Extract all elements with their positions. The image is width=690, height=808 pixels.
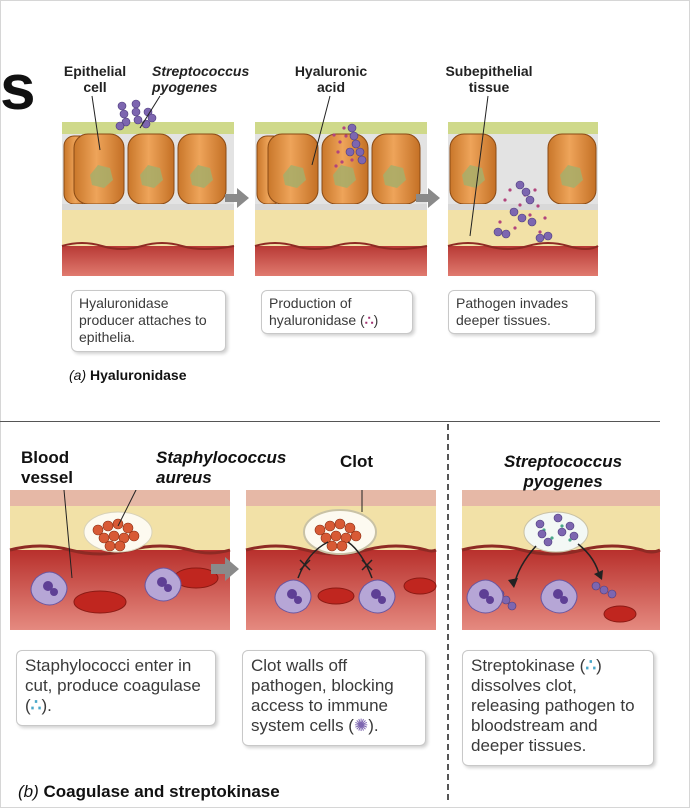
panel-a-title: (a) Hyaluronidase — [69, 367, 187, 383]
streptokinase-symbol-icon: ∴ — [585, 656, 597, 675]
arrow-a1 — [225, 188, 249, 208]
caption-a2-close: ) — [373, 312, 379, 328]
caption-a3: Pathogen invades deeper tissues. — [448, 290, 596, 334]
scene-a3 — [447, 122, 599, 276]
scene-a1 — [61, 99, 235, 276]
caption-b2-text: Clot walls off pathogen, blocking access… — [251, 656, 394, 735]
partial-title-letter: s — [0, 51, 36, 123]
arrow-b1 — [211, 557, 239, 581]
caption-b3: Streptokinase (∴) dissolves clot, releas… — [462, 650, 654, 766]
label-blood-vessel: Blood vessel — [21, 448, 73, 487]
hyaluronidase-symbol-icon: ∴ — [364, 312, 374, 328]
caption-a1: Hyaluronidase producer attaches to epith… — [71, 290, 226, 352]
caption-a2-text: Production of hyaluronidase ( — [269, 295, 365, 328]
caption-a2: Production of hyaluronidase (∴) — [261, 290, 413, 334]
caption-b3-rest: ) dissolves clot, releasing pathogen to … — [471, 656, 635, 755]
immune-cell-symbol-icon: ✺ — [353, 716, 369, 735]
caption-b3-text: Streptokinase ( — [471, 656, 586, 675]
label-epithelial-cell: Epithelial cell — [63, 63, 127, 95]
panel-a-illustration — [61, 95, 599, 276]
caption-b2-close: ). — [368, 716, 379, 735]
vertical-divider — [447, 424, 449, 800]
scene-b1 — [9, 490, 231, 630]
label-streptococcus-pyogenes-b: Streptococcus pyogenes — [503, 452, 623, 491]
scene-b2 — [245, 490, 437, 630]
panel-b-title: (b) Coagulase and streptokinase — [18, 782, 280, 802]
caption-a3-text: Pathogen invades deeper tissues. — [456, 295, 569, 328]
caption-b1: Staphylococci enter in cut, produce coag… — [16, 650, 216, 726]
scene-b3 — [461, 490, 661, 630]
panel-a-leaders — [91, 95, 489, 237]
panel-a-title-text: Hyaluronidase — [90, 367, 187, 383]
label-hyaluronic-acid: Hyaluronic acid — [294, 63, 368, 95]
horizontal-divider — [0, 421, 660, 422]
label-subepithelial-tissue: Subepithelial tissue — [445, 63, 533, 95]
panel-b-illustration — [9, 490, 661, 630]
caption-b1-close: ). — [41, 696, 52, 715]
scene-a2 — [254, 122, 428, 276]
coagulase-symbol-icon: ∴ — [30, 696, 42, 715]
label-clot: Clot — [340, 452, 374, 471]
label-streptococcus-pyogenes-a: Streptococcus pyogenes — [152, 63, 250, 95]
panel-b-title-text: Coagulase and streptokinase — [43, 782, 280, 801]
caption-a1-text: Hyaluronidase producer attaches to epith… — [79, 295, 207, 345]
arrow-a2 — [416, 188, 440, 208]
caption-b2: Clot walls off pathogen, blocking access… — [242, 650, 426, 746]
label-staphylococcus-aureus: Staphylococcus aureus — [156, 448, 287, 487]
caption-b1-text: Staphylococci enter in cut, produce coag… — [25, 656, 201, 715]
panel-a-letter: (a) — [69, 367, 87, 383]
panel-b-letter: (b) — [18, 782, 39, 801]
